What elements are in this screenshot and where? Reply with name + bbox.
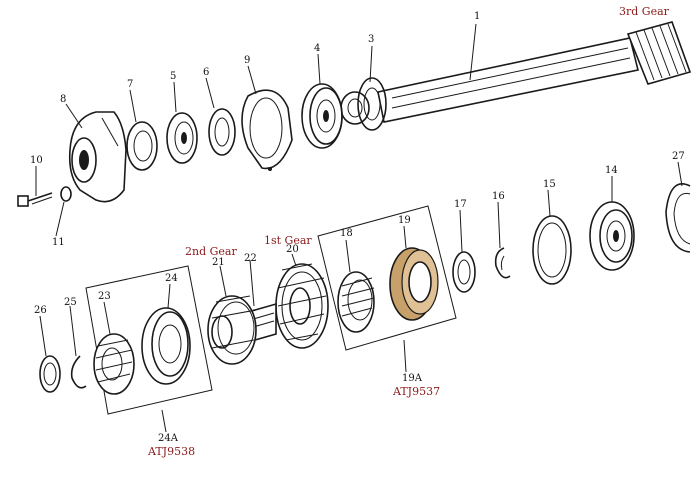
part-23-synchro-hub <box>93 333 135 395</box>
callout-1: 1 <box>474 11 481 22</box>
part-9-gasket <box>241 89 293 171</box>
part-3-washer <box>357 77 387 131</box>
part-21-second-gear <box>207 295 257 365</box>
part-11-washer <box>60 186 72 202</box>
part-26-washer <box>39 355 61 393</box>
callout-8: 8 <box>60 94 67 105</box>
label-3rd-gear: 3rd Gear <box>619 5 669 18</box>
part-24-synchro-sleeve <box>141 307 191 385</box>
part-6-ring <box>208 108 236 156</box>
callout-14: 14 <box>605 165 618 176</box>
part-20-first-gear <box>275 263 329 349</box>
part-5-bearing <box>166 112 198 164</box>
part-25-circlip <box>70 355 87 389</box>
callout-11: 11 <box>52 237 65 248</box>
part-19-synchro-sleeve <box>389 247 439 321</box>
part-4-bearing <box>301 83 343 149</box>
callout-23: 23 <box>98 291 111 302</box>
callout-15: 15 <box>543 179 556 190</box>
kit-24a-label: 24A <box>158 433 178 444</box>
callout-26: 26 <box>34 305 47 316</box>
callout-4: 4 <box>314 43 321 54</box>
kit-24a-part-number: ATJ9538 <box>148 445 196 458</box>
callout-3: 3 <box>368 34 375 45</box>
kit-19a-part-number: ATJ9537 <box>393 385 441 398</box>
part-16-snap-ring <box>494 247 511 279</box>
callout-19: 19 <box>398 215 411 226</box>
callout-6: 6 <box>203 67 210 78</box>
callout-21: 21 <box>212 257 225 268</box>
part-27-circlip <box>665 183 691 253</box>
callout-27: 27 <box>672 151 685 162</box>
part-1-mainshaft <box>340 21 692 125</box>
part-7-bearing <box>126 121 158 171</box>
callout-20: 20 <box>286 244 299 255</box>
part-10-bolt <box>17 192 53 207</box>
callout-17: 17 <box>454 199 467 210</box>
callout-9: 9 <box>244 55 251 66</box>
kit-19a-box <box>317 205 457 351</box>
callout-18: 18 <box>340 228 353 239</box>
callout-5: 5 <box>170 71 177 82</box>
callout-24: 24 <box>165 273 178 284</box>
part-18-synchro-hub <box>337 271 375 333</box>
part-17-washer <box>452 251 476 293</box>
label-1st-gear: 1st Gear <box>264 234 312 247</box>
part-8-housing <box>68 111 127 203</box>
part-15-ring <box>532 215 572 285</box>
callout-10: 10 <box>30 155 43 166</box>
callout-22: 22 <box>244 253 257 264</box>
label-2nd-gear: 2nd Gear <box>185 245 237 258</box>
callout-16: 16 <box>492 191 505 202</box>
kit-19a-label: 19A <box>402 373 422 384</box>
part-14-bearing <box>589 201 635 271</box>
callout-7: 7 <box>127 79 134 90</box>
callout-25: 25 <box>64 297 77 308</box>
leader-lines <box>35 23 683 433</box>
